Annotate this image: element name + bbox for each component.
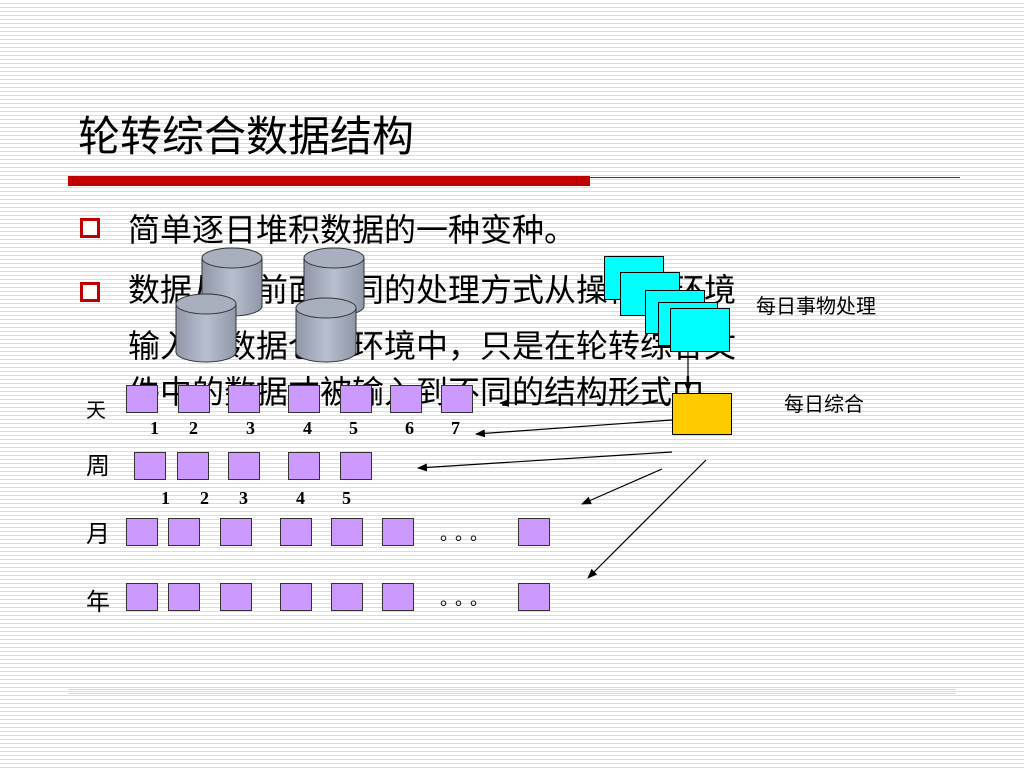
year-ellipsis: 。。。 bbox=[440, 589, 494, 610]
footer-rule bbox=[68, 693, 956, 694]
day-number: 1 bbox=[150, 418, 159, 438]
week-box bbox=[228, 452, 260, 480]
database-icon bbox=[175, 293, 237, 363]
week-number: 5 bbox=[342, 488, 351, 508]
day-number: 7 bbox=[451, 418, 460, 438]
month-box bbox=[331, 518, 363, 546]
year-box bbox=[168, 583, 200, 611]
title-underline bbox=[68, 176, 590, 186]
month-box bbox=[518, 518, 550, 546]
bullet-square-icon bbox=[80, 218, 100, 238]
arrow-summary-to-month bbox=[581, 468, 663, 505]
day-box bbox=[390, 385, 422, 413]
week-box bbox=[134, 452, 166, 480]
day-number: 5 bbox=[349, 418, 358, 438]
month-box bbox=[168, 518, 200, 546]
week-box bbox=[340, 452, 372, 480]
year-box bbox=[220, 583, 252, 611]
transaction-page-icon bbox=[670, 308, 730, 352]
database-cylinders-icon bbox=[175, 247, 365, 363]
month-box bbox=[280, 518, 312, 546]
day-box bbox=[178, 385, 210, 413]
row-label-week: 周 bbox=[86, 452, 110, 480]
week-number: 1 bbox=[161, 488, 170, 508]
week-number: 4 bbox=[296, 488, 305, 508]
daily-summary-box bbox=[672, 393, 732, 435]
title-rule bbox=[590, 177, 960, 178]
year-box bbox=[126, 583, 158, 611]
week-number: 2 bbox=[200, 488, 209, 508]
day-box bbox=[126, 385, 158, 413]
day-box bbox=[288, 385, 320, 413]
week-number: 3 bbox=[239, 488, 248, 508]
page-title: 轮转综合数据结构 bbox=[78, 112, 415, 161]
day-number: 4 bbox=[303, 418, 312, 438]
bullet-text-1: 简单逐日堆积数据的一种变种。 bbox=[128, 211, 577, 249]
year-box bbox=[280, 583, 312, 611]
week-box bbox=[177, 452, 209, 480]
row-label-day: 天 bbox=[86, 398, 106, 422]
month-box bbox=[220, 518, 252, 546]
arrow-summary-to-week bbox=[417, 451, 673, 472]
daily-summary-label: 每日综合 bbox=[784, 392, 864, 416]
day-box bbox=[340, 385, 372, 413]
month-ellipsis: 。。。 bbox=[440, 524, 494, 545]
database-icon bbox=[295, 297, 357, 363]
year-box bbox=[518, 583, 550, 611]
day-box bbox=[441, 385, 473, 413]
year-box bbox=[331, 583, 363, 611]
arrow-summary-to-day bbox=[475, 419, 673, 438]
footer-rule bbox=[68, 689, 956, 690]
month-box bbox=[382, 518, 414, 546]
arrow-summary-to-year bbox=[587, 459, 707, 579]
row-label-month: 月 bbox=[86, 520, 110, 548]
day-number: 6 bbox=[405, 418, 414, 438]
year-box bbox=[382, 583, 414, 611]
day-number: 2 bbox=[189, 418, 198, 438]
bullet-square-icon bbox=[80, 282, 100, 302]
week-box bbox=[288, 452, 320, 480]
day-number: 3 bbox=[246, 418, 255, 438]
row-label-year: 年 bbox=[86, 588, 110, 616]
daily-transactions-label: 每日事物处理 bbox=[756, 294, 876, 318]
month-box bbox=[126, 518, 158, 546]
day-box bbox=[228, 385, 260, 413]
